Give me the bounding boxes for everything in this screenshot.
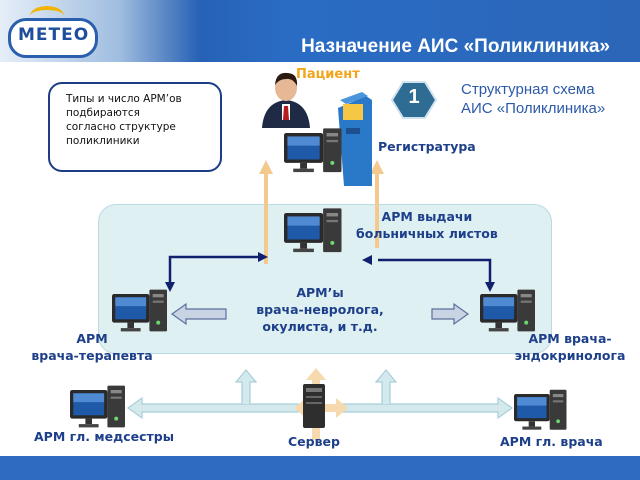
scheme-line-2: АИС «Поликлиника» bbox=[461, 100, 606, 117]
server-label: Сервер bbox=[288, 434, 340, 449]
doctors-line-3: окулиста, и т.д. bbox=[262, 319, 378, 334]
endo-line-2: эндокринолога bbox=[514, 348, 626, 363]
head-nurse-workstation-icon bbox=[70, 385, 125, 428]
therapist-label: АРМ врача-терапевта bbox=[22, 330, 162, 364]
logo-swoosh-icon bbox=[30, 6, 64, 26]
number-badge-icon bbox=[390, 81, 438, 119]
arrow-head-left-right bbox=[258, 252, 268, 262]
server-tower-icon bbox=[294, 368, 348, 440]
registration-kiosk-icon bbox=[338, 92, 372, 186]
sick-leave-workstation-icon bbox=[284, 208, 342, 253]
sick-leave-line-1: АРМ выдачи bbox=[381, 209, 473, 224]
server-link-arrows bbox=[126, 369, 514, 420]
badge-number: 1 bbox=[408, 86, 420, 108]
scheme-caption: Структурная схема АИС «Поликлиника» bbox=[461, 80, 605, 118]
arrow-head-left-down bbox=[165, 282, 175, 292]
note-line-2: подбираются bbox=[66, 107, 140, 119]
page-title: Назначение АИС «Поликлиника» bbox=[301, 36, 610, 57]
registry-link-arrows bbox=[259, 160, 384, 264]
endo-line-1: АРМ врача- bbox=[528, 331, 612, 346]
sick-leave-line-2: больничных листов bbox=[356, 226, 498, 241]
sick-leave-label: АРМ выдачи больничных листов bbox=[356, 208, 498, 242]
head-nurse-label: АРМ гл. медсестры bbox=[34, 429, 174, 444]
note-line-1: Типы и число АРМ’ов bbox=[66, 93, 182, 105]
arrow-head-right-down bbox=[485, 282, 495, 292]
doctors-label: АРМ’ы врача-невролога, окулиста, и т.д. bbox=[240, 284, 400, 335]
registry-label: Регистратура bbox=[378, 139, 476, 154]
logo-text: METEO bbox=[18, 25, 90, 45]
therapist-line-2: врача-терапевта bbox=[31, 348, 153, 363]
doctors-link-arrows bbox=[168, 255, 492, 284]
chief-doctor-label: АРМ гл. врача bbox=[500, 434, 603, 449]
arrow-head-right-left bbox=[362, 255, 372, 265]
footer-bar bbox=[0, 456, 640, 480]
patient-label: Пациент bbox=[296, 67, 360, 82]
therapist-workstation-icon bbox=[112, 289, 167, 332]
panel-block-arrows bbox=[170, 302, 470, 326]
scheme-line-1: Структурная схема bbox=[461, 81, 595, 98]
registry-workstation-icon bbox=[284, 128, 342, 173]
note-text: Типы и число АРМ’ов подбираются согласно… bbox=[66, 92, 216, 148]
doctors-line-2: врача-невролога, bbox=[256, 302, 384, 317]
endocrinologist-workstation-icon bbox=[480, 289, 535, 332]
therapist-line-1: АРМ bbox=[76, 331, 108, 346]
endocrinologist-label: АРМ врача- эндокринолога bbox=[500, 330, 640, 364]
note-line-4: поликлиники bbox=[66, 135, 140, 147]
chief-doctor-workstation-icon bbox=[514, 389, 567, 430]
note-box bbox=[48, 82, 222, 172]
patient-person-icon bbox=[262, 72, 310, 128]
note-line-3: согласно структуре bbox=[66, 121, 176, 133]
doctors-line-1: АРМ’ы bbox=[296, 285, 344, 300]
